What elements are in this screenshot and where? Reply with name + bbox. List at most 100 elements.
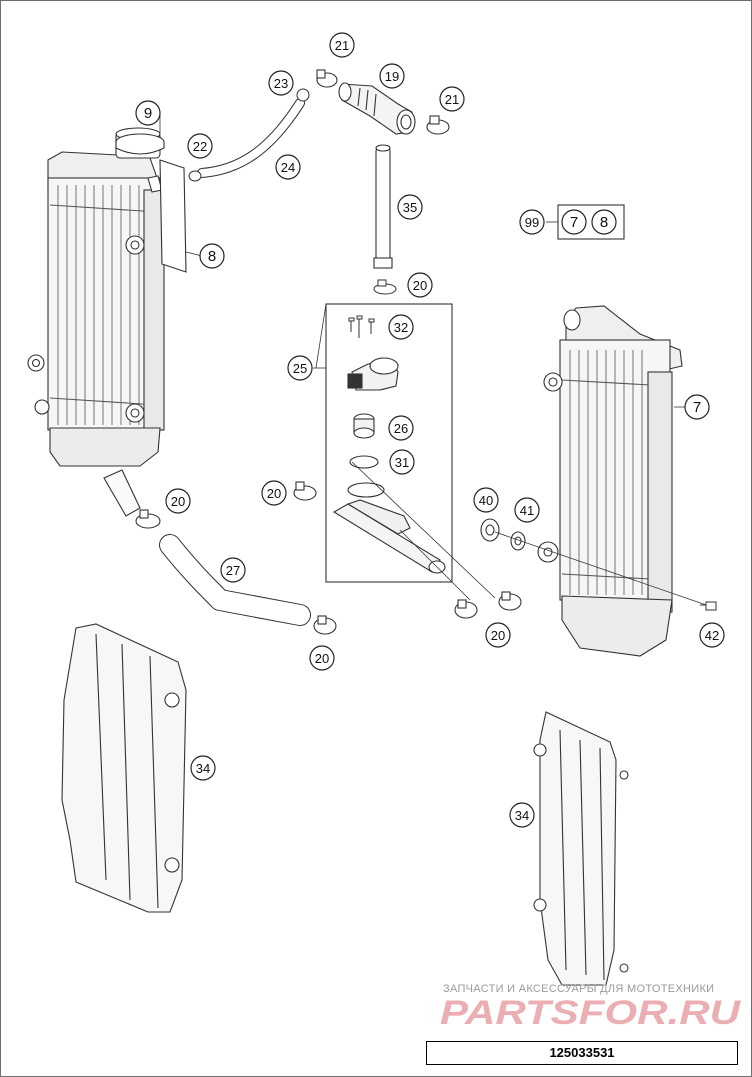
callout-7: 7 [561,209,587,235]
callout-label: 7 [570,214,578,231]
callout-label: 25 [293,361,307,376]
callout-20: 20 [485,622,511,648]
callout-circle [379,63,405,89]
callout-7: 7 [684,394,710,420]
callout-8: 8 [199,243,225,269]
callout-label: 20 [267,486,281,501]
callout-label: 42 [705,628,719,643]
callout-21: 21 [329,32,355,58]
callout-label: 20 [315,651,329,666]
callout-label: 20 [491,628,505,643]
callout-21: 21 [439,86,465,112]
callout-circle [190,755,216,781]
fitting-19[interactable] [338,82,416,135]
watermark-text: ЗАПЧАСТИ И АКСЕССУАРЫ ДЛЯ МОТОТЕХНИКИ [443,983,715,995]
callout-circle [388,314,414,340]
callout-label: 20 [171,494,185,509]
callout-circle [261,480,287,506]
callout-circle [561,209,587,235]
cover-plate[interactable] [159,159,187,273]
screws-32[interactable] [348,315,375,338]
callout-26: 26 [388,415,414,441]
callout-label: 32 [394,320,408,335]
callout-label: 21 [335,38,349,53]
callout-label: 41 [520,503,534,518]
diagram-number: 125033531 [549,1045,615,1060]
svg-text:PARTSFOR.RU: PARTSFOR.RU [440,996,742,1030]
bushing-41[interactable] [510,531,526,551]
callout-circle [485,622,511,648]
callout-circle [287,355,313,381]
left-radiator-guard[interactable] [61,623,187,913]
clamp-22[interactable] [188,170,202,182]
callout-circle [275,154,301,180]
callout-27: 27 [220,557,246,583]
hose-clamp-20f[interactable] [313,615,337,635]
callout-circle [509,802,535,828]
callout-32: 32 [388,314,414,340]
callout-40: 40 [473,487,499,513]
callout-circle [439,86,465,112]
callout-25: 25 [287,355,313,381]
thermostat-26[interactable] [353,413,375,439]
o-ring-31[interactable] [349,455,379,469]
callout-label: 23 [274,76,288,91]
callout-circle [388,415,414,441]
grommet-40[interactable] [480,518,500,542]
lower-housing[interactable] [332,482,446,574]
callout-circle [699,622,725,648]
callout-circle [220,557,246,583]
pipe-35[interactable] [373,144,393,269]
callout-label: 31 [395,455,409,470]
callout-label: 26 [394,421,408,436]
right-radiator-guard[interactable] [533,711,629,986]
hose-clamp-20c[interactable] [135,509,161,529]
callout-circle [407,272,433,298]
callout-label: 19 [385,69,399,84]
callout-label: 24 [281,160,295,175]
callout-label: 27 [226,563,240,578]
callout-label: 34 [196,761,210,776]
callout-99: 99 [519,209,545,235]
callout-label: 21 [445,92,459,107]
thermostat-housing[interactable] [347,357,399,391]
hose-clamp-21a[interactable] [316,69,338,88]
callout-41: 41 [514,497,540,523]
radiator-cap[interactable] [115,133,165,155]
callout-label: 20 [413,278,427,293]
callout-20: 20 [165,488,191,514]
callout-22: 22 [187,133,213,159]
hose-clamp-21b[interactable] [426,115,450,135]
hose-clamp-20a[interactable] [373,279,397,295]
callout-35: 35 [397,194,423,220]
callout-circle [684,394,710,420]
callout-label: 9 [144,105,152,122]
callout-label: 35 [403,200,417,215]
callout-circle [329,32,355,58]
right-radiator[interactable] [537,305,683,657]
left-radiator[interactable] [27,127,165,517]
callout-label: 99 [525,215,539,230]
callout-circle [135,100,161,126]
callout-31: 31 [389,449,415,475]
clamp-23[interactable] [296,88,310,102]
callout-circle [514,497,540,523]
callout-label: 8 [208,248,216,265]
screw-42[interactable] [700,601,717,611]
callout-19: 19 [379,63,405,89]
callout-34: 34 [190,755,216,781]
callout-label: 40 [479,493,493,508]
callout-circle [165,488,191,514]
callout-20: 20 [309,645,335,671]
callout-circle [389,449,415,475]
diagram-number-box: 125033531 [426,1041,738,1065]
callout-23: 23 [268,70,294,96]
callout-circle [591,209,617,235]
callout-label: 34 [515,808,529,823]
callout-circle [519,209,545,235]
hose-clamp-20e[interactable] [498,591,522,611]
hose-clamp-20b[interactable] [293,481,317,501]
hose-clamp-20d[interactable] [454,599,478,619]
callout-20: 20 [261,480,287,506]
